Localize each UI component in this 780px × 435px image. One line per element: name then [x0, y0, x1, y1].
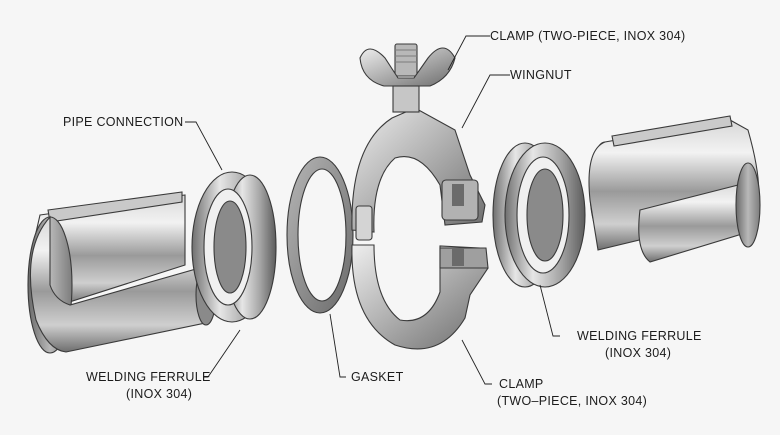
label-wingnut: WINGNUT	[510, 68, 572, 82]
label-clamp-top: CLAMP (TWO-PIECE, INOX 304)	[490, 29, 685, 43]
label-welding-ferrule-left-material: (INOX 304)	[126, 387, 192, 401]
gasket	[286, 156, 354, 314]
label-clamp-bottom-detail: (TWO–PIECE, INOX 304)	[497, 394, 647, 408]
right-pipe	[588, 115, 761, 263]
label-pipe-connection: PIPE CONNECTION	[63, 115, 184, 129]
label-welding-ferrule-right-material: (INOX 304)	[605, 346, 671, 360]
right-welding-ferrule	[492, 142, 586, 288]
label-gasket: GASKET	[351, 370, 404, 384]
label-clamp-bottom: CLAMP	[499, 377, 544, 391]
leader-lines	[185, 35, 560, 385]
wingnut	[359, 43, 456, 113]
label-welding-ferrule-left: WELDING FERRULE	[86, 370, 211, 384]
label-welding-ferrule-right: WELDING FERRULE	[577, 329, 702, 343]
left-pipe	[27, 191, 217, 354]
left-welding-ferrule	[191, 171, 277, 323]
clamp	[351, 107, 489, 350]
